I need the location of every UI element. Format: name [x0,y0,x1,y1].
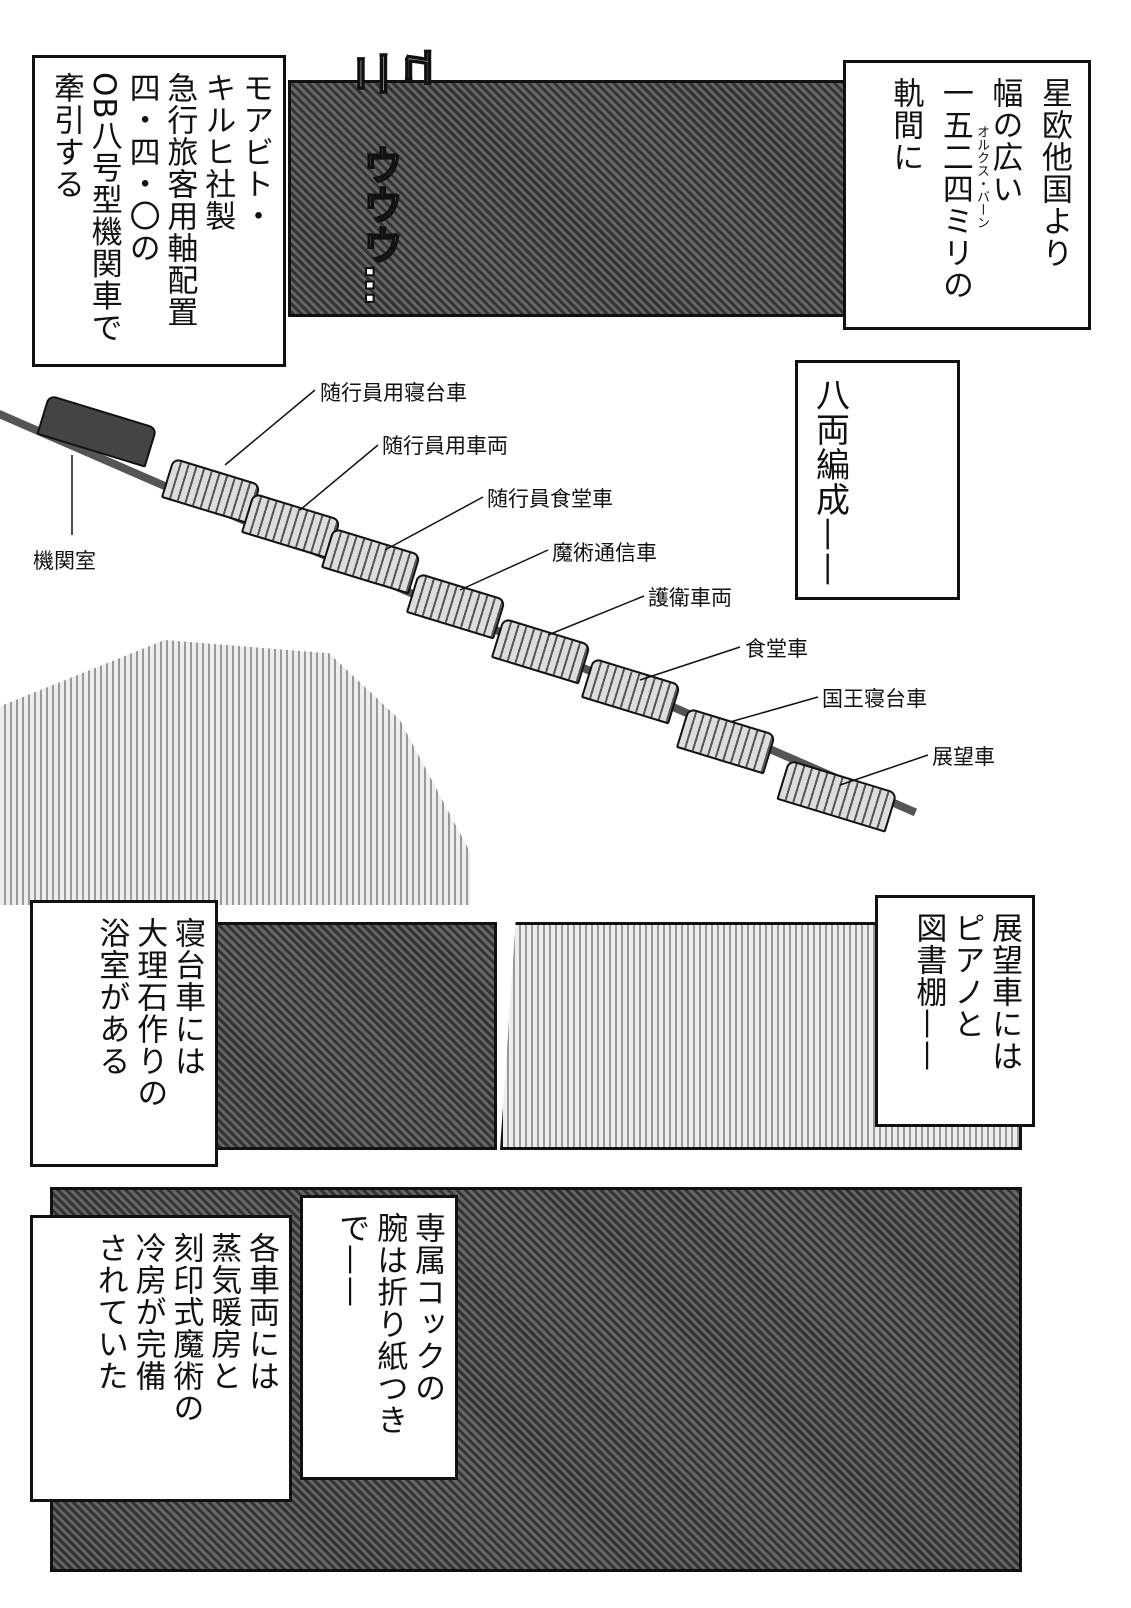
caption-box: 各車両には 蒸気暖房と 刻印式魔術の 冷房が完備 されていた [30,1215,292,1502]
caption-box: モアビト・ キルヒ社製 急行旅客用軸配置 四・四・〇の OB八号型機関車で 牽引… [32,55,286,367]
label: 随行員用寝台車 [320,381,467,405]
sfx-text: ウウウ… [355,144,403,306]
label: 国王寝台車 [822,687,927,711]
label: 機関室 [33,549,96,573]
label: 随行員食堂車 [487,487,613,511]
leader-lines [71,389,929,786]
ruby-text: オルクス・バーン [974,125,989,229]
label: 随行員用車両 [382,434,508,458]
caption-box: 寝台車には 大理石作りの 浴室がある [30,900,218,1167]
label: 魔術通信車 [552,541,657,565]
caption-box: 八両編成—— [795,360,960,600]
label: 護衛車両 [648,586,732,610]
locomotive-wheels-art [288,80,848,317]
caption-box: 専属コックの 腕は折り紙つき で—— [300,1195,458,1480]
caption-box: 星欧他国より 幅の広い 一五二四ミリの 軌間に オルクス・バーン [843,60,1091,330]
label: 展望車 [932,745,995,769]
bathroom-art [215,922,497,1150]
caption-box: 展望車には ピアノと 図書棚—— [875,895,1035,1127]
caption-text: 八両編成—— [809,377,850,587]
caption-text: 星欧他国より 幅の広い 一五二四ミリの 軌間に [887,77,1072,301]
label: 食堂車 [745,637,808,661]
